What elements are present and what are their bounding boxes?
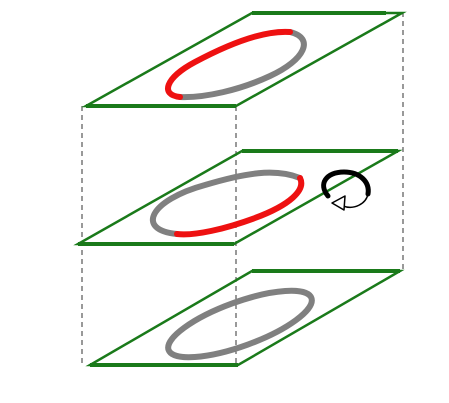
plane-bottom-shape xyxy=(85,269,405,367)
ring-bottom-gray xyxy=(165,287,315,361)
ring-middle-gray-arc xyxy=(149,169,303,237)
rotation-arrow-icon xyxy=(321,169,371,211)
plane-middle xyxy=(73,149,403,246)
ring-middle-red-arc xyxy=(174,175,305,238)
ring-top-gray-arc xyxy=(177,29,307,101)
dashed-guides xyxy=(81,12,404,366)
plane-top xyxy=(81,11,407,108)
rotation-arrow-arc xyxy=(321,169,371,199)
plane-top-shape xyxy=(81,11,407,108)
plane-middle-shape xyxy=(73,149,403,246)
plane-bottom xyxy=(85,269,405,367)
rotation-arrowhead xyxy=(331,195,346,211)
ring-top-red-arc xyxy=(165,28,293,100)
rotation-arrow-tail xyxy=(342,193,369,208)
